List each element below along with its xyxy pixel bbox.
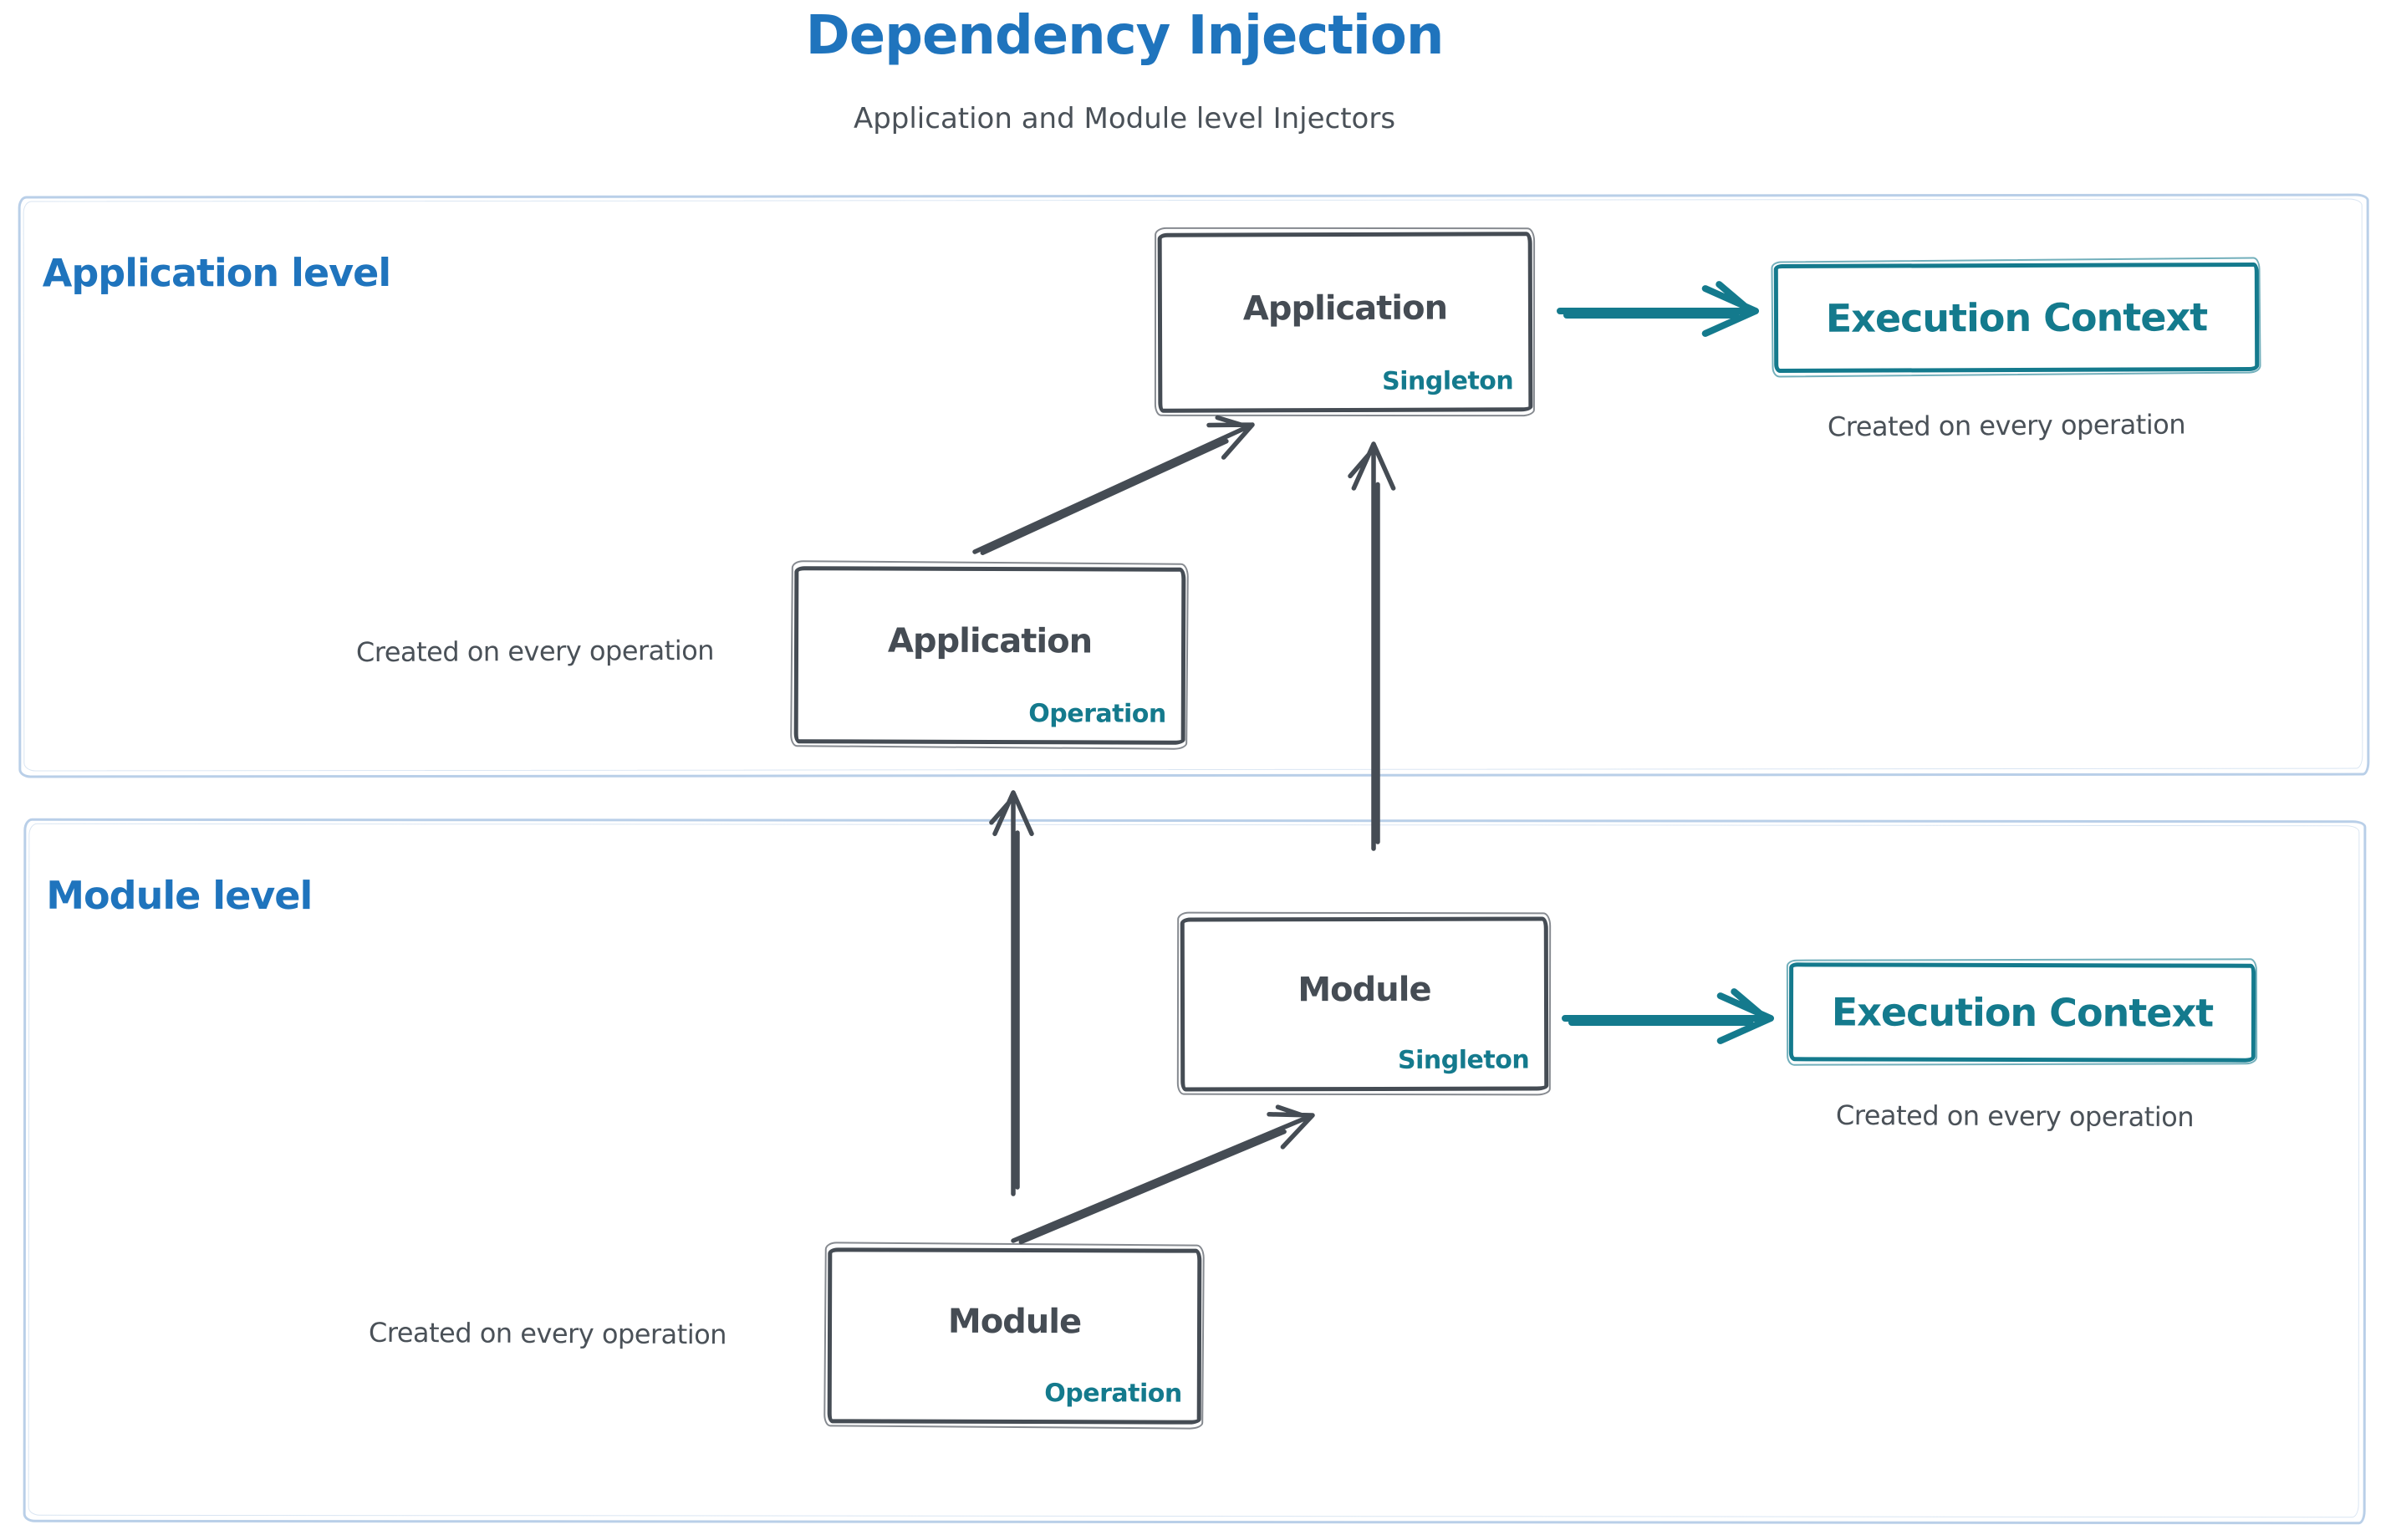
execution-context-box-module: Execution Context <box>1788 962 2256 1063</box>
execution-context-label-module: Execution Context <box>1831 989 2214 1036</box>
execution-context-caption-module: Created on every operation <box>1835 1099 2195 1134</box>
execution-context-box-application: Execution Context <box>1773 262 2260 374</box>
module-singleton-title: Module <box>1298 970 1431 1010</box>
module-level-label: Module level <box>46 872 313 919</box>
module-singleton-tag: Singleton <box>1397 1045 1530 1075</box>
module-operation-box: Module Operation <box>827 1247 1202 1425</box>
module-singleton-box: Module Singleton <box>1180 916 1549 1092</box>
application-operation-box: Application Operation <box>793 566 1186 745</box>
diagram-subtitle: Application and Module level Injectors <box>853 102 1396 135</box>
execution-context-label-application: Execution Context <box>1825 294 2208 341</box>
application-singleton-tag: Singleton <box>1382 366 1514 396</box>
module-operation-caption: Created on every operation <box>368 1316 727 1351</box>
application-operation-tag: Operation <box>1028 699 1166 729</box>
module-operation-title: Module <box>947 1302 1082 1342</box>
diagram-title: Dependency Injection <box>805 5 1445 67</box>
module-operation-tag: Operation <box>1044 1379 1182 1409</box>
execution-context-caption-application: Created on every operation <box>1827 408 2186 443</box>
application-operation-title: Application <box>887 621 1093 661</box>
application-singleton-title: Application <box>1242 288 1448 328</box>
application-singleton-box: Application Singleton <box>1157 232 1533 413</box>
application-operation-caption: Created on every operation <box>355 634 715 669</box>
application-level-label: Application level <box>42 250 391 296</box>
